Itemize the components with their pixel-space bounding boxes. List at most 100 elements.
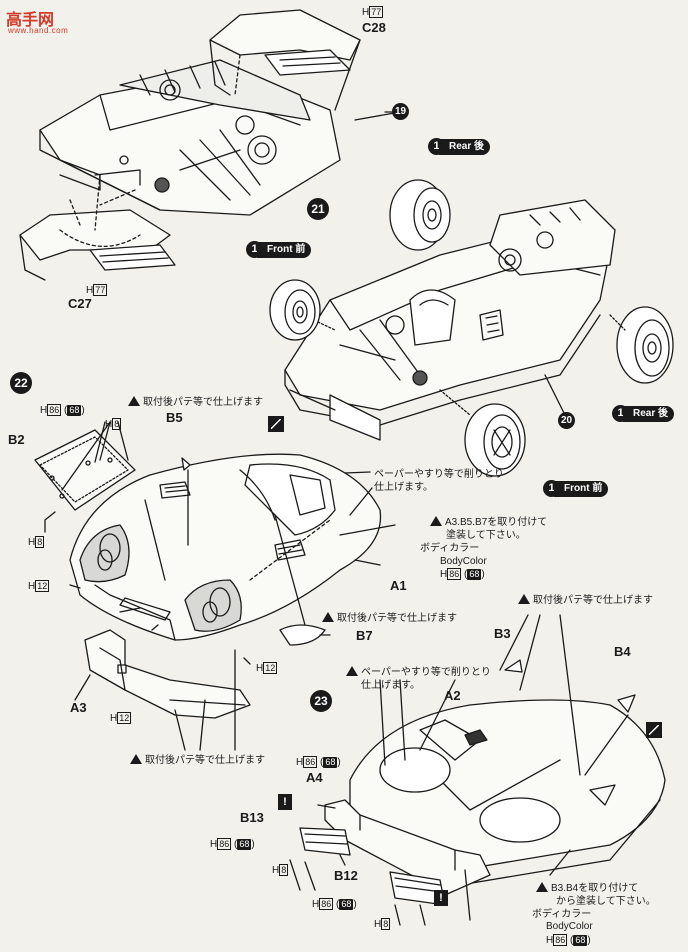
code-box: 8 bbox=[381, 918, 391, 930]
note-text: 取付後パテ等で仕上げます bbox=[143, 397, 263, 408]
body-color-jp-a: ボディカラー bbox=[420, 543, 480, 554]
warning-icon bbox=[128, 396, 140, 406]
part-a4: A4 bbox=[306, 770, 323, 785]
caution-icon: ! bbox=[434, 890, 448, 906]
code-prefix: H bbox=[110, 713, 118, 724]
note-sanding-a2: ペーパーやすり等で削りとり仕上げます。 bbox=[346, 666, 491, 692]
part-b5: B5 bbox=[166, 410, 183, 425]
code-box-dark: 68 bbox=[237, 839, 252, 850]
part-a2: A2 bbox=[444, 688, 461, 703]
code-box: 77 bbox=[93, 284, 108, 296]
warning-icon bbox=[430, 516, 442, 526]
part-b13: B13 bbox=[240, 810, 264, 825]
part-c28: C28 bbox=[362, 20, 386, 35]
note-paint-a: 塗装して下さい。 bbox=[446, 530, 526, 541]
note-attach-a: A3.B5.B7を取り付けて bbox=[430, 516, 547, 529]
code-box: 86 bbox=[319, 898, 334, 910]
code-prefix: H bbox=[86, 285, 94, 296]
warning-icon bbox=[322, 612, 334, 622]
step-21-badge: 21 bbox=[307, 198, 329, 220]
tag-label: Rear 後 bbox=[439, 138, 491, 155]
warning-icon bbox=[518, 594, 530, 604]
body-color-jp-b: ボディカラー bbox=[532, 909, 592, 920]
part-a3: A3 bbox=[70, 700, 87, 715]
decal-mark-icon bbox=[646, 722, 662, 738]
body-color-en-b: BodyColor bbox=[546, 921, 593, 932]
warning-icon bbox=[536, 882, 548, 892]
code-box: 12 bbox=[35, 580, 50, 592]
note-paint-b: から塗装して下さい。 bbox=[556, 896, 656, 907]
front-body-drawing bbox=[34, 421, 396, 751]
front-right-wheel bbox=[439, 389, 526, 477]
code-prefix: H bbox=[272, 865, 280, 876]
code-box: 86 bbox=[47, 404, 62, 416]
code-prefix: H bbox=[210, 839, 218, 850]
front-tag-lower: 1 Front 前 bbox=[543, 480, 609, 497]
warning-icon bbox=[346, 666, 358, 676]
code-prefix: H bbox=[440, 569, 448, 580]
code-box: 86 bbox=[553, 934, 568, 946]
code-prefix: H bbox=[312, 899, 320, 910]
note-text: 取付後パテ等で仕上げます bbox=[337, 613, 457, 624]
code-box-dark: 68 bbox=[339, 899, 354, 910]
decal-mark-icon bbox=[268, 416, 284, 432]
code-box: 86 bbox=[447, 568, 462, 580]
code-box: 8 bbox=[279, 864, 289, 876]
code-prefix: H bbox=[296, 757, 304, 768]
tag-label: Front 前 bbox=[257, 241, 312, 258]
note-text: A3.B5.B7を取り付けて bbox=[445, 517, 548, 528]
rear-tag-lower: 1 Rear 後 bbox=[612, 405, 675, 422]
code-prefix: H bbox=[256, 663, 264, 674]
code-box-dark: 68 bbox=[467, 569, 482, 580]
rear-right-wheel bbox=[609, 306, 674, 384]
part-b4: B4 bbox=[614, 644, 631, 659]
code-box: 77 bbox=[369, 6, 384, 18]
code-prefix: H bbox=[105, 419, 113, 430]
code-box-dark: 68 bbox=[323, 757, 338, 768]
code-box: 8 bbox=[35, 536, 45, 548]
rear-left-wheel bbox=[389, 179, 451, 251]
code-box: 12 bbox=[117, 712, 132, 724]
front-left-wheel bbox=[269, 279, 336, 341]
note-attach-b: B3.B4を取り付けて bbox=[536, 882, 638, 895]
front-tag-upper: 1 Front 前 bbox=[246, 241, 312, 258]
note-text: 取付後パテ等で仕上げます bbox=[145, 755, 265, 766]
part-b2: B2 bbox=[8, 432, 25, 447]
step-22-badge: 22 bbox=[10, 372, 32, 394]
code-box: 8 bbox=[112, 418, 122, 430]
note-text: B3.B4を取り付けて bbox=[551, 883, 639, 894]
code-box: 86 bbox=[303, 756, 318, 768]
note-putty-b5: 取付後パテ等で仕上げます bbox=[128, 396, 263, 409]
code-box-dark: 68 bbox=[573, 935, 588, 946]
note-text: ペーパーやすり等で削りとり bbox=[374, 469, 504, 480]
watermark-url: www.hand.com bbox=[8, 26, 69, 35]
code-box: 12 bbox=[263, 662, 278, 674]
tag-label: Front 前 bbox=[554, 480, 609, 497]
code-prefix: H bbox=[28, 581, 36, 592]
code-box-dark: 68 bbox=[67, 405, 82, 416]
full-chassis-drawing bbox=[269, 111, 674, 477]
note-text: 取付後パテ等で仕上げます bbox=[533, 595, 653, 606]
note-putty-b7: 取付後パテ等で仕上げます bbox=[322, 612, 457, 625]
code-prefix: H bbox=[546, 935, 554, 946]
body-color-en-a: BodyColor bbox=[440, 556, 487, 567]
part-c27: C27 bbox=[68, 296, 92, 311]
code-prefix: H bbox=[40, 405, 48, 416]
rear-chassis-drawing bbox=[19, 9, 401, 281]
watermark-logo: 高手网 bbox=[6, 12, 55, 29]
part-a1: A1 bbox=[390, 578, 407, 593]
code-box: 86 bbox=[217, 838, 232, 850]
note-text: 仕上げます。 bbox=[374, 482, 433, 493]
